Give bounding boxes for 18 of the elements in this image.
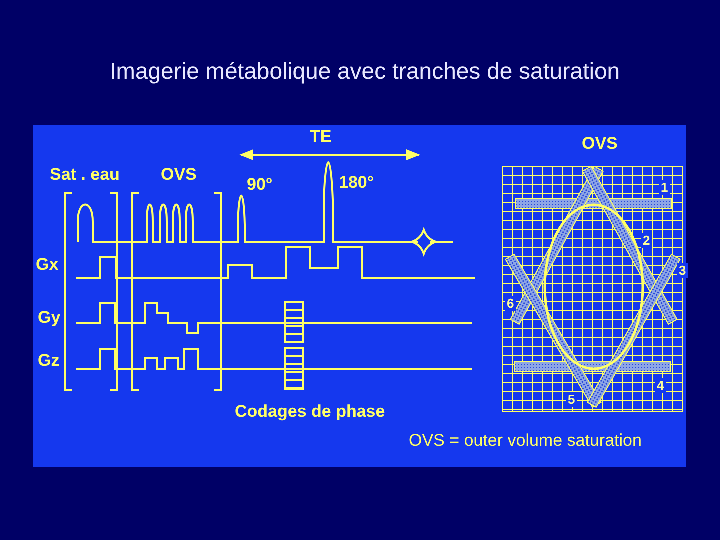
slide-title: Imagerie métabolique avec tranches de saturation — [108, 58, 622, 85]
slab-number: 1 — [659, 180, 670, 195]
phase-encoding-label: Codages de phase — [235, 403, 386, 420]
slab-number: 2 — [641, 233, 652, 248]
axis-label: Gz — [38, 352, 60, 369]
flip-angle-label: 180° — [339, 174, 374, 191]
flip-angle-label: 90° — [247, 176, 273, 193]
slab-number: 5 — [566, 392, 578, 407]
axis-label: OVS — [161, 166, 197, 183]
panel-heading: OVS — [582, 135, 618, 152]
axis-label: Gy — [38, 309, 61, 326]
axis-label: Gx — [36, 256, 59, 273]
interval-label: TE — [310, 128, 332, 145]
legend-note: OVS = outer volume saturation — [409, 432, 642, 449]
slab-number: 6 — [505, 296, 516, 311]
axis-label: Sat . eau — [50, 166, 120, 183]
slab-number: 3 — [677, 263, 688, 278]
slab-number: 4 — [655, 378, 666, 393]
